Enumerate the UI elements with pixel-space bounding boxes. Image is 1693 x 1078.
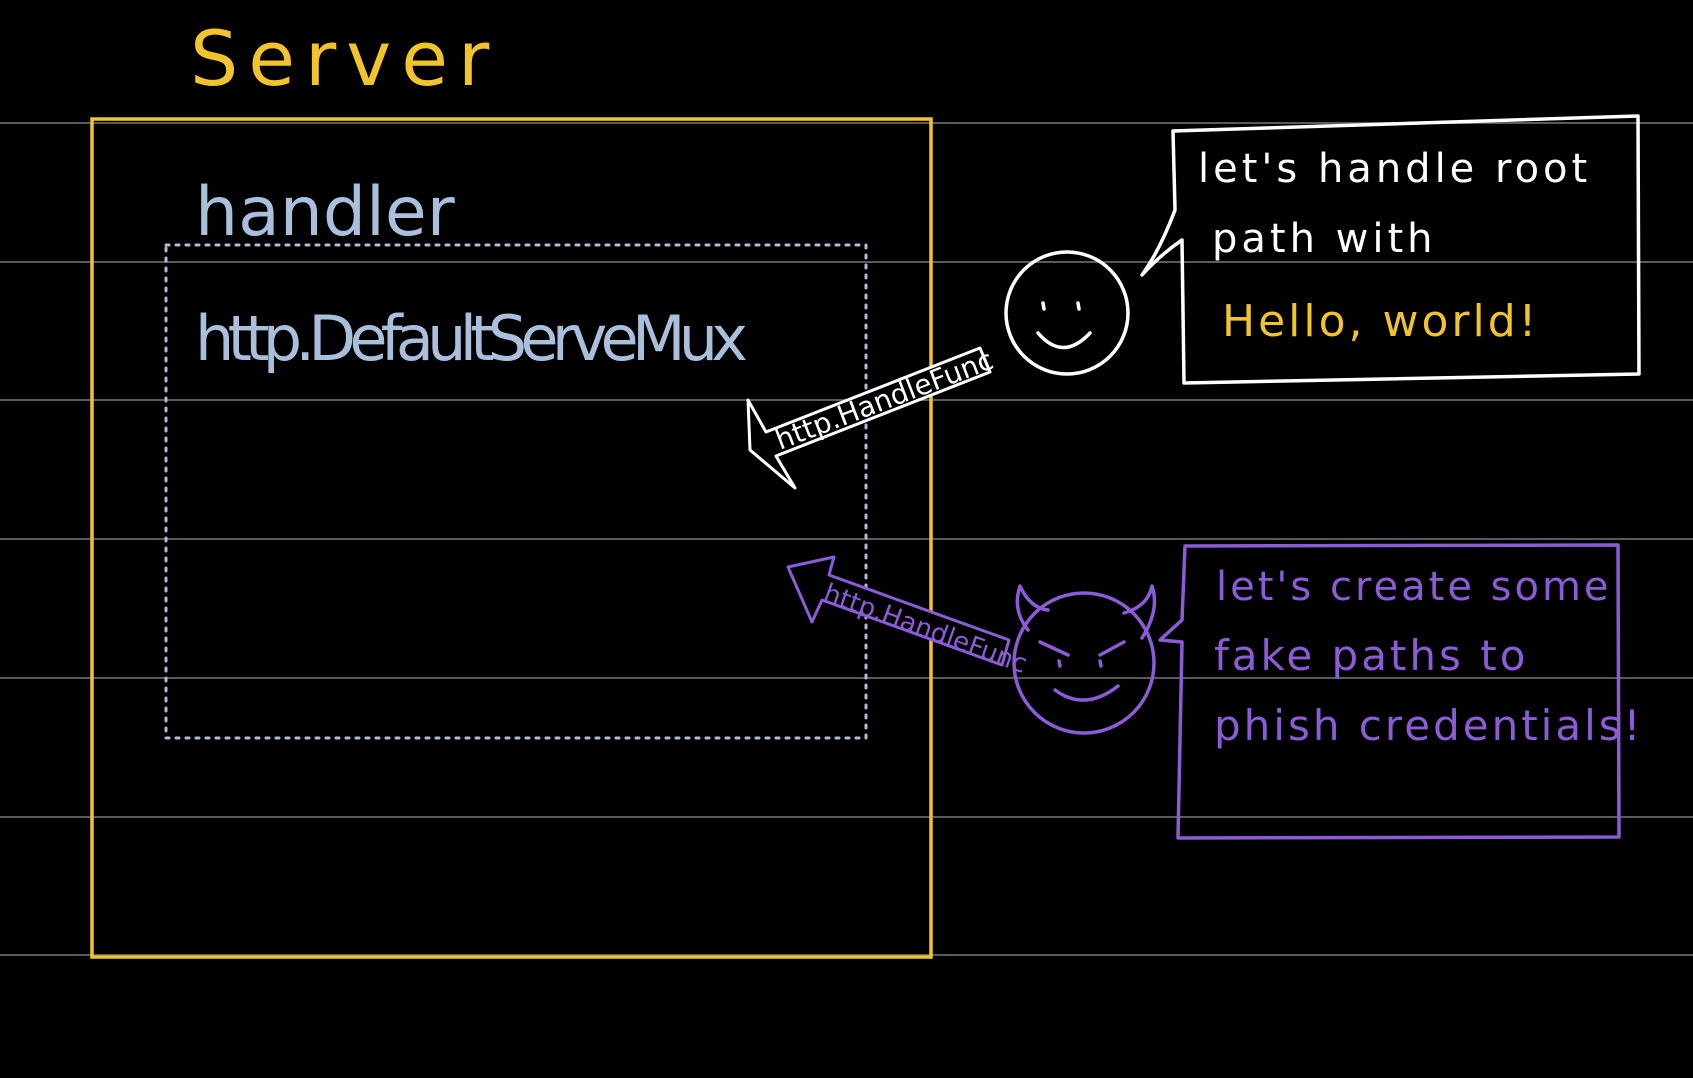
user-speech-line3: Hello, world! (1222, 296, 1539, 347)
attacker-handlefunc-arrow: http.HandleFunc (786, 555, 1031, 680)
handler-label: handler (195, 173, 455, 252)
server-box (90, 117, 933, 959)
attacker-arrow-shape (786, 555, 1011, 667)
user-speech-bubble (1140, 114, 1641, 385)
attacker-speech-line1: let's create some (1216, 564, 1612, 610)
mux-label: http.DefaultServeMux (195, 302, 750, 375)
attacker-speech-line3: phish credentials! (1214, 701, 1643, 750)
attacker-speech-bubble (1158, 543, 1621, 840)
server-title: Server (190, 14, 499, 103)
user-handlefunc-arrow: http.HandleFunc (746, 343, 998, 490)
devil-face-icon (1012, 584, 1157, 735)
user-arrow-shape (746, 346, 992, 490)
attacker-arrow-label: http.HandleFunc (820, 578, 1031, 679)
mux-box (164, 243, 868, 740)
user-speech-line2: path with (1212, 216, 1437, 262)
smiley-face-icon (1004, 250, 1130, 376)
user-speech-line1: let's handle root (1198, 146, 1591, 192)
attacker-speech-line2: fake paths to (1214, 631, 1528, 680)
